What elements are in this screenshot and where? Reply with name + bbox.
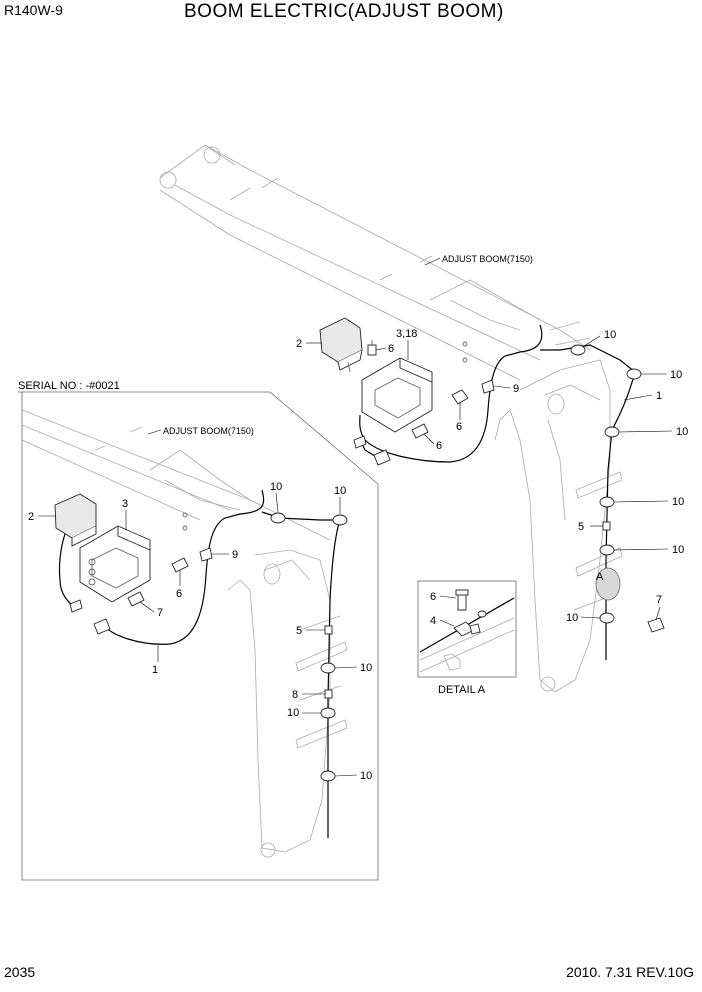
inset-callouts: 2 3 9 6 7 1 10 10 5 10 8 10 10	[28, 481, 372, 782]
page-number: 2035	[4, 964, 36, 980]
inset-clamp-10-e	[320, 770, 336, 782]
inset-connector-2	[69, 599, 83, 613]
inset-work-lamp	[54, 493, 97, 547]
inset-bolt-7	[127, 591, 145, 607]
svg-text:7: 7	[157, 607, 163, 619]
main-clip-9	[481, 379, 495, 394]
inset-boom-outline	[21, 409, 348, 858]
inset-clamp-10-b	[332, 514, 348, 526]
model-code: R140W-9	[4, 2, 63, 18]
inset-lamp-bracket	[79, 512, 188, 603]
inset-clamp-10-a	[270, 512, 286, 524]
svg-text:10: 10	[670, 369, 682, 381]
svg-text:6: 6	[456, 421, 462, 433]
main-boom-label: ADJUST BOOM(7150)	[442, 254, 533, 264]
svg-text:10: 10	[604, 329, 616, 341]
svg-text:10: 10	[676, 426, 688, 438]
main-lamp-bracket	[361, 341, 468, 433]
svg-text:10: 10	[360, 770, 372, 782]
svg-text:1: 1	[152, 664, 158, 676]
svg-text:3: 3	[122, 498, 128, 510]
svg-text:2: 2	[296, 338, 302, 350]
svg-text:A: A	[596, 571, 604, 583]
svg-text:2: 2	[28, 511, 34, 523]
svg-text:10: 10	[672, 544, 684, 556]
svg-text:6: 6	[436, 440, 442, 452]
main-clamp-10-b	[626, 368, 642, 380]
main-bolt-6-b	[451, 389, 469, 405]
main-callouts: 2 3,18 6 6 6 9 10 10 1 10 10 5 10	[296, 328, 688, 624]
svg-text:10: 10	[672, 496, 684, 508]
inset-clamp-10-d	[320, 707, 336, 719]
inset-clip-9	[199, 547, 213, 562]
svg-text:5: 5	[296, 625, 302, 637]
svg-text:4: 4	[430, 615, 436, 627]
main-clamp-10-d	[599, 496, 615, 508]
main-clip-5	[602, 521, 611, 531]
detail-callouts: 6 4	[430, 591, 457, 627]
detail-a-marker	[595, 567, 621, 601]
main-clamp-10-a	[570, 344, 586, 356]
inset-boom-label: ADJUST BOOM(7150)	[163, 426, 254, 436]
main-bolt-7	[647, 617, 665, 633]
svg-text:6: 6	[430, 591, 436, 603]
main-connector-2	[353, 435, 367, 449]
inset-clip-5	[324, 625, 333, 635]
main-clamp-10-c	[604, 426, 620, 438]
main-bolt-6-c	[411, 423, 429, 439]
detail-a-frame	[417, 580, 517, 678]
page-title: BOOM ELECTRIC(ADJUST BOOM)	[184, 1, 504, 22]
inset-connector	[93, 618, 111, 635]
svg-text:10: 10	[334, 485, 346, 497]
svg-text:9: 9	[513, 383, 519, 395]
main-clamp-10-f	[599, 612, 615, 624]
svg-text:8: 8	[292, 689, 298, 701]
serial-label: SERIAL NO : -#0021	[18, 380, 120, 392]
svg-text:9: 9	[232, 549, 238, 561]
svg-text:7: 7	[656, 594, 662, 606]
detail-bolt-6	[457, 593, 467, 611]
svg-text:6: 6	[176, 588, 182, 600]
detail-a-caption: DETAIL A	[438, 684, 486, 696]
inset-boom-view: SERIAL NO : -#0021 ADJUST BOOM(7150)	[18, 380, 379, 881]
main-clamp-10-e	[599, 544, 615, 556]
inset-frame	[18, 391, 379, 881]
inset-clamp-10-c	[320, 662, 336, 674]
main-work-lamp	[319, 317, 363, 373]
main-boom-view: ADJUST BOOM(7150)	[159, 144, 688, 693]
main-bolt-6-a	[367, 340, 377, 356]
svg-text:3,18: 3,18	[396, 328, 417, 340]
svg-text:10: 10	[566, 612, 578, 624]
main-connector	[373, 449, 391, 466]
svg-text:10: 10	[287, 707, 299, 719]
svg-text:1: 1	[656, 390, 662, 402]
svg-text:5: 5	[578, 521, 584, 533]
main-boom-outline	[159, 144, 623, 693]
svg-text:6: 6	[388, 343, 394, 355]
inset-clip-8	[324, 689, 333, 699]
inset-bolt-6	[171, 557, 189, 573]
revision-date: 2010. 7.31 REV.10G	[566, 964, 694, 980]
svg-text:10: 10	[360, 662, 372, 674]
svg-text:10: 10	[270, 481, 282, 493]
detail-a-view: 6 4 DETAIL A	[417, 580, 517, 696]
